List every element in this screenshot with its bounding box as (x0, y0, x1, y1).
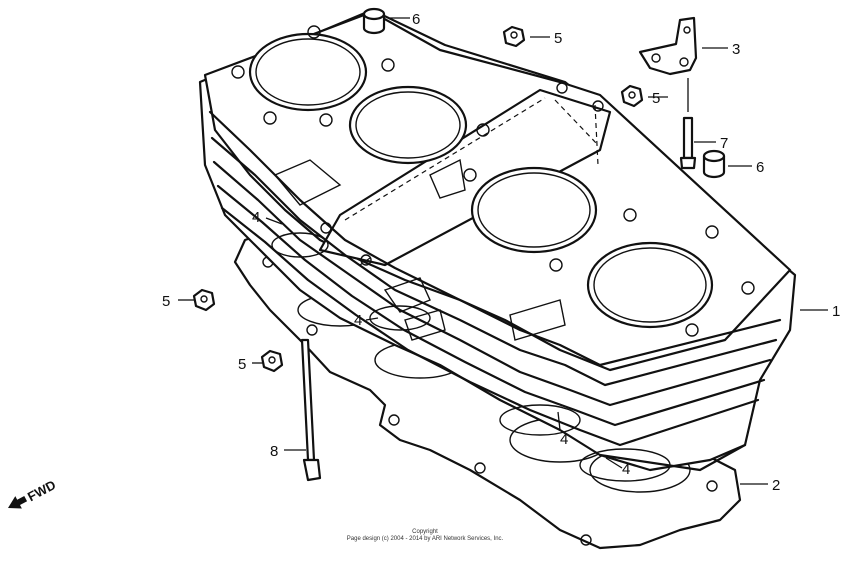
callout-1: 1 (832, 303, 840, 320)
callout-3: 3 (732, 41, 740, 58)
copyright-line-1: Copyright (412, 529, 438, 535)
leader-lines (178, 17, 828, 485)
callout-5-left-upper: 5 (162, 293, 170, 310)
mounting-bracket (638, 16, 698, 76)
callout-4-bottom: 4 (622, 461, 630, 478)
copyright-line-2: Page design (c) 2004 - 2014 by ARI Netwo… (346, 536, 504, 542)
callout-5-right: 5 (652, 90, 660, 107)
callout-8: 8 (270, 443, 278, 460)
nut-left-lower (260, 349, 284, 373)
callout-4-lower: 4 (560, 431, 568, 448)
bolt-right (679, 116, 697, 170)
fwd-indicator: FWD (8, 477, 58, 509)
callout-2: 2 (772, 477, 780, 494)
nut-left-upper (192, 288, 216, 312)
callout-7: 7 (720, 135, 728, 152)
callout-numbers: 1 2 3 4 4 4 4 5 5 5 5 6 6 7 8 (162, 11, 840, 494)
long-bolt-left (300, 338, 322, 482)
cylinder-block (198, 8, 797, 482)
dowel-pin-right (702, 149, 726, 179)
callout-4-middle: 4 (354, 312, 362, 329)
nut-top-center (502, 25, 526, 48)
callout-5-left-lower: 5 (238, 356, 246, 373)
callout-5-top: 5 (554, 30, 562, 47)
callout-6-right: 6 (756, 159, 764, 176)
fwd-arrow-icon (8, 495, 28, 509)
callout-4-left-top: 4 (252, 209, 260, 226)
fwd-label: FWD (25, 477, 58, 504)
nut-right (620, 84, 644, 108)
dowel-pin-top (362, 7, 386, 35)
callout-6-top: 6 (412, 11, 420, 28)
